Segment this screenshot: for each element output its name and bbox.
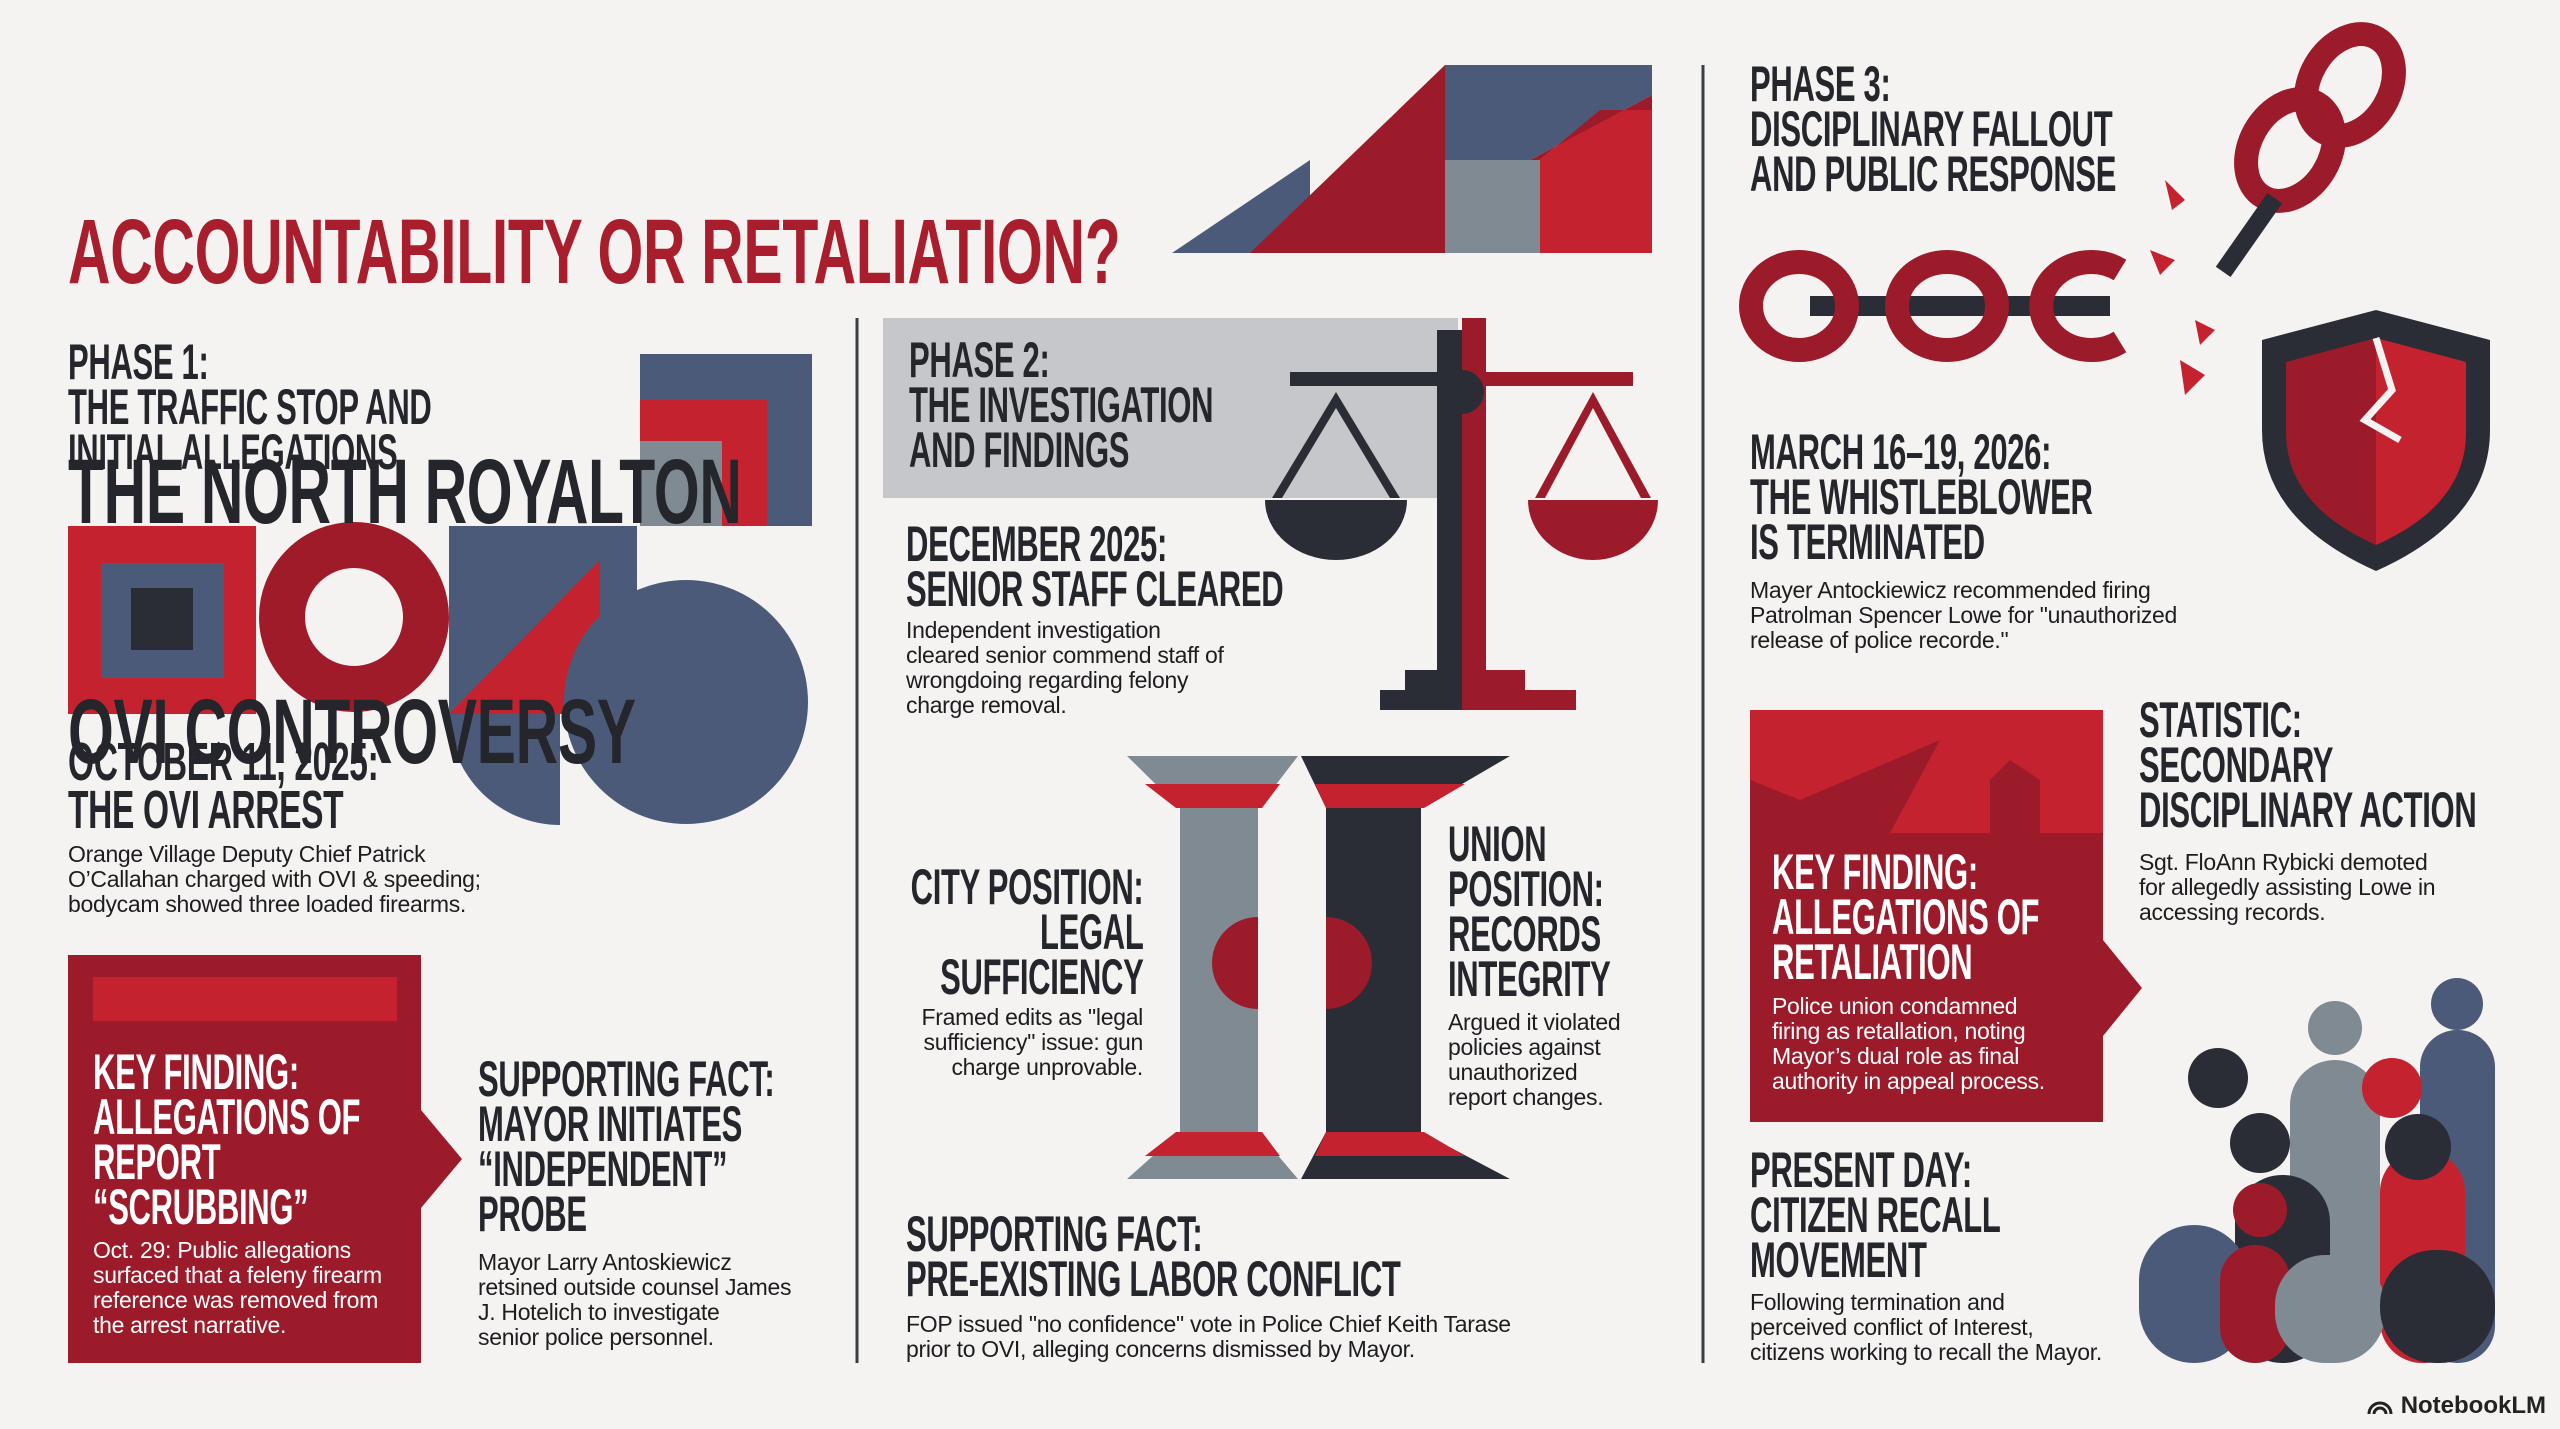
geometric-header-shapes bbox=[1172, 65, 1652, 253]
phase2-event-body: Independent investigation cleared senior… bbox=[906, 617, 1224, 718]
phase1-event-heading: OCTOBER 11, 2025: THE OVI ARREST bbox=[68, 732, 379, 840]
notebooklm-logo-icon bbox=[2367, 1401, 2393, 1415]
phase1-geometric-shapes bbox=[68, 354, 812, 825]
phase2-supporting-heading: SUPPORTING FACT: PRE-EXISTING LABOR CONF… bbox=[906, 1206, 1401, 1307]
phase3-key-finding-body: Police union condamned firing as retalla… bbox=[1772, 993, 2045, 1094]
pillars-icon bbox=[1127, 756, 1510, 1179]
brand-name: NotebookLM bbox=[2400, 1392, 2546, 1419]
cracked-shield-icon bbox=[2262, 310, 2490, 571]
statistic-heading: STATISTIC: SECONDARY DISCIPLINARY ACTION bbox=[2139, 692, 2477, 838]
phase1-supporting-heading: SUPPORTING FACT: MAYOR INITIATES “INDEPE… bbox=[478, 1051, 775, 1242]
union-position-body: Argued it violated policies against unau… bbox=[1448, 1009, 1621, 1110]
title-line-2: THE NORTH ROYALTON bbox=[68, 441, 742, 543]
key-finding-box-phase3 bbox=[1750, 710, 2142, 1122]
phase3-event-heading: MARCH 16–19, 2026: THE WHISTLEBLOWER IS … bbox=[1750, 424, 2093, 570]
phase3-heading: PHASE 3: DISCIPLINARY FALLOUT AND PUBLIC… bbox=[1750, 56, 2117, 202]
phase3-key-finding-heading: KEY FINDING: ALLEGATIONS OF RETALIATION bbox=[1772, 844, 2040, 990]
citizens-crowd-icon bbox=[2139, 978, 2495, 1363]
city-position-heading: CITY POSITION: LEGAL SUFFICIENCY bbox=[910, 859, 1143, 1005]
notebooklm-brand: NotebookLM bbox=[2367, 1392, 2546, 1420]
phase1-event-body: Orange Village Deputy Chief Patrick O’Ca… bbox=[68, 841, 481, 917]
phase2-supporting-body: FOP issued "no confidence" vote in Polic… bbox=[906, 1311, 1511, 1362]
present-day-heading: PRESENT DAY: CITIZEN RECALL MOVEMENT bbox=[1750, 1142, 2001, 1288]
scales-of-justice-icon bbox=[1265, 318, 1658, 710]
phase1-key-finding-body: Oct. 29: Public allegations surfaced tha… bbox=[93, 1237, 382, 1338]
phase1-key-finding-heading: KEY FINDING: ALLEGATIONS OF REPORT “SCRU… bbox=[93, 1044, 361, 1235]
phase2-event-heading: DECEMBER 2025: SENIOR STAFF CLEARED bbox=[906, 516, 1284, 617]
phase2-heading: PHASE 2: THE INVESTIGATION AND FINDINGS bbox=[909, 332, 1214, 478]
phase1-heading: PHASE 1: THE TRAFFIC STOP AND INITIAL AL… bbox=[68, 334, 432, 480]
title-line-3: OVI CONTROVERSY bbox=[68, 681, 636, 783]
city-position-body: Framed edits as "legal sufficiency" issu… bbox=[921, 1004, 1144, 1080]
key-finding-box-phase1 bbox=[68, 955, 462, 1363]
phase3-event-body: Mayer Antockiewicz recommended firing Pa… bbox=[1750, 577, 2178, 653]
phase1-supporting-body: Mayor Larry Antoskiewicz retsined outsid… bbox=[478, 1249, 792, 1350]
title-line-1: ACCOUNTABILITY OR RETALIATION? bbox=[68, 201, 1121, 303]
broken-chain-icon bbox=[1739, 22, 2406, 395]
page-title: ACCOUNTABILITY OR RETALIATION? THE NORTH… bbox=[68, 52, 1121, 852]
union-position-heading: UNION POSITION: RECORDS INTEGRITY bbox=[1448, 816, 1611, 1007]
statistic-body: Sgt. FloAnn Rybicki demoted for allegedl… bbox=[2139, 849, 2436, 925]
phase2-header-panel bbox=[883, 318, 1458, 498]
present-day-body: Following termination and perceived conf… bbox=[1750, 1289, 2102, 1365]
